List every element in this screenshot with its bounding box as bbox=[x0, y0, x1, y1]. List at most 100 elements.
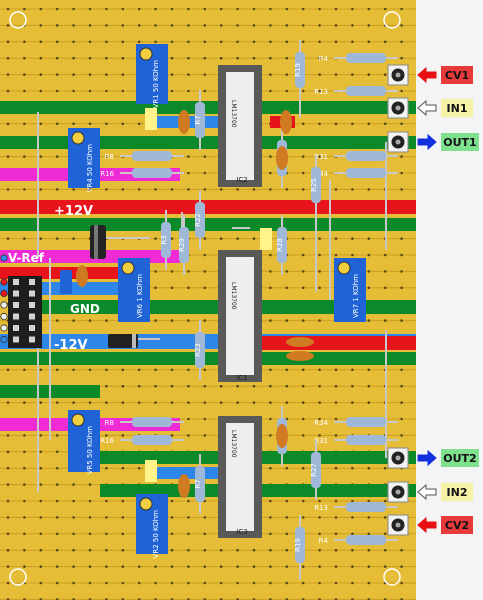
strip-hole bbox=[121, 89, 125, 93]
strip-hole bbox=[383, 466, 387, 470]
strip-hole bbox=[154, 581, 157, 585]
strip-hole bbox=[400, 417, 403, 421]
strip-hole bbox=[252, 7, 256, 11]
pot-vr2[interactable]: VR2 50 KOhm bbox=[136, 494, 168, 558]
strip-hole bbox=[137, 122, 141, 126]
strip-hole bbox=[351, 122, 354, 126]
strip-hole bbox=[318, 532, 321, 536]
capacitor-4 bbox=[76, 265, 88, 287]
strip-hole bbox=[39, 7, 43, 11]
resistor-label: R13 bbox=[314, 504, 328, 512]
resistor-r22: R22 bbox=[194, 190, 205, 250]
ic1-label: IC1 bbox=[236, 374, 247, 382]
connector-in2[interactable]: IN2 bbox=[387, 481, 473, 503]
strip-hole bbox=[6, 155, 10, 158]
strip-hole bbox=[269, 155, 272, 158]
strip-hole bbox=[55, 565, 59, 568]
strip-hole bbox=[334, 73, 338, 76]
connector-label-bg bbox=[441, 66, 473, 84]
strip-hole bbox=[187, 270, 190, 273]
strip-hole bbox=[301, 417, 305, 421]
resistor-body bbox=[346, 435, 386, 445]
strip-hole bbox=[39, 237, 43, 240]
strip-hole bbox=[154, 401, 157, 404]
strip-hole bbox=[55, 466, 59, 470]
strip-hole bbox=[170, 56, 174, 60]
strip-hole bbox=[351, 581, 354, 585]
strip-hole bbox=[88, 122, 92, 126]
strip-hole bbox=[121, 466, 125, 470]
strip-hole bbox=[285, 499, 289, 503]
connector-out1[interactable]: OUT1 bbox=[387, 131, 479, 153]
strip-hole bbox=[88, 532, 92, 536]
strip-hole bbox=[137, 7, 141, 11]
strip-hole bbox=[137, 188, 141, 191]
pot-vr4[interactable]: VR4 50 KOhm bbox=[68, 128, 100, 192]
label-gnd: GND bbox=[70, 302, 100, 316]
connector-cv1[interactable]: CV1 bbox=[387, 64, 473, 86]
strip-hole bbox=[367, 270, 371, 273]
strip-hole bbox=[285, 286, 289, 290]
strip-hole bbox=[203, 417, 207, 421]
ic1[interactable]: IC1 LM13700 bbox=[218, 250, 262, 382]
strip-hole bbox=[334, 253, 338, 257]
strip-hole bbox=[154, 270, 157, 273]
ic3[interactable]: IC3 LM13700 bbox=[218, 416, 262, 538]
capacitors bbox=[76, 110, 314, 498]
pot-vr7[interactable]: VR7 1 KOhm bbox=[334, 258, 366, 322]
strip-hole bbox=[203, 384, 207, 388]
resistor-body bbox=[311, 167, 321, 203]
connector-cv2[interactable]: CV2 bbox=[387, 514, 473, 536]
strip-hole bbox=[23, 499, 26, 503]
electrolytic-small bbox=[60, 270, 72, 294]
pot-vr5[interactable]: VR5 50 KOhm bbox=[68, 410, 100, 474]
header-pin bbox=[29, 325, 35, 331]
strip-hole bbox=[105, 384, 108, 388]
strip-hole bbox=[334, 401, 338, 404]
header-marker bbox=[0, 324, 8, 332]
resistor-r7: R7 bbox=[194, 90, 205, 150]
resistor-body bbox=[346, 502, 386, 512]
strip-hole bbox=[269, 270, 272, 273]
strip-hole bbox=[367, 548, 371, 552]
power-header[interactable] bbox=[8, 276, 42, 348]
strip-hole bbox=[318, 368, 321, 372]
pot-vr6[interactable]: VR6 1 KOhm bbox=[118, 258, 150, 322]
strip-hole bbox=[23, 73, 26, 76]
strip-hole bbox=[252, 401, 256, 404]
strip-hole bbox=[55, 450, 59, 454]
strip-hole bbox=[285, 188, 289, 191]
strip-hole bbox=[285, 319, 289, 322]
connector-out2[interactable]: OUT2 bbox=[387, 447, 479, 469]
resistor-r4: R4 bbox=[319, 535, 398, 545]
strip-hole bbox=[351, 188, 354, 191]
strip-hole bbox=[154, 286, 157, 290]
connector-in1[interactable]: IN1 bbox=[387, 97, 473, 119]
strip-hole bbox=[187, 89, 190, 93]
header-pin bbox=[13, 302, 19, 308]
strip-hole bbox=[154, 384, 157, 388]
strip-hole bbox=[301, 401, 305, 404]
ic2[interactable]: IC2 LM13700 bbox=[218, 65, 262, 187]
capacitor-6 bbox=[286, 351, 314, 361]
strip-hole bbox=[105, 401, 108, 404]
strip-hole bbox=[400, 40, 403, 44]
vref-marker bbox=[0, 254, 8, 262]
connector-label-bg bbox=[441, 99, 473, 117]
strip-hole bbox=[203, 516, 207, 519]
strip-hole bbox=[23, 40, 26, 44]
resistor-r13: R13 bbox=[314, 86, 398, 96]
strip-hole bbox=[23, 122, 26, 126]
strip-hole bbox=[105, 319, 108, 322]
pot-vr1[interactable]: VR1 50 KOhm bbox=[136, 44, 168, 108]
resistor-body bbox=[132, 168, 172, 178]
strip-hole bbox=[39, 565, 43, 568]
signal-arrow bbox=[417, 99, 437, 117]
strip-hole bbox=[334, 516, 338, 519]
strip-hole bbox=[105, 24, 108, 27]
strip-hole bbox=[400, 122, 403, 126]
resistor-body bbox=[346, 168, 386, 178]
strip-hole bbox=[55, 401, 59, 404]
strip-hole bbox=[318, 155, 321, 158]
